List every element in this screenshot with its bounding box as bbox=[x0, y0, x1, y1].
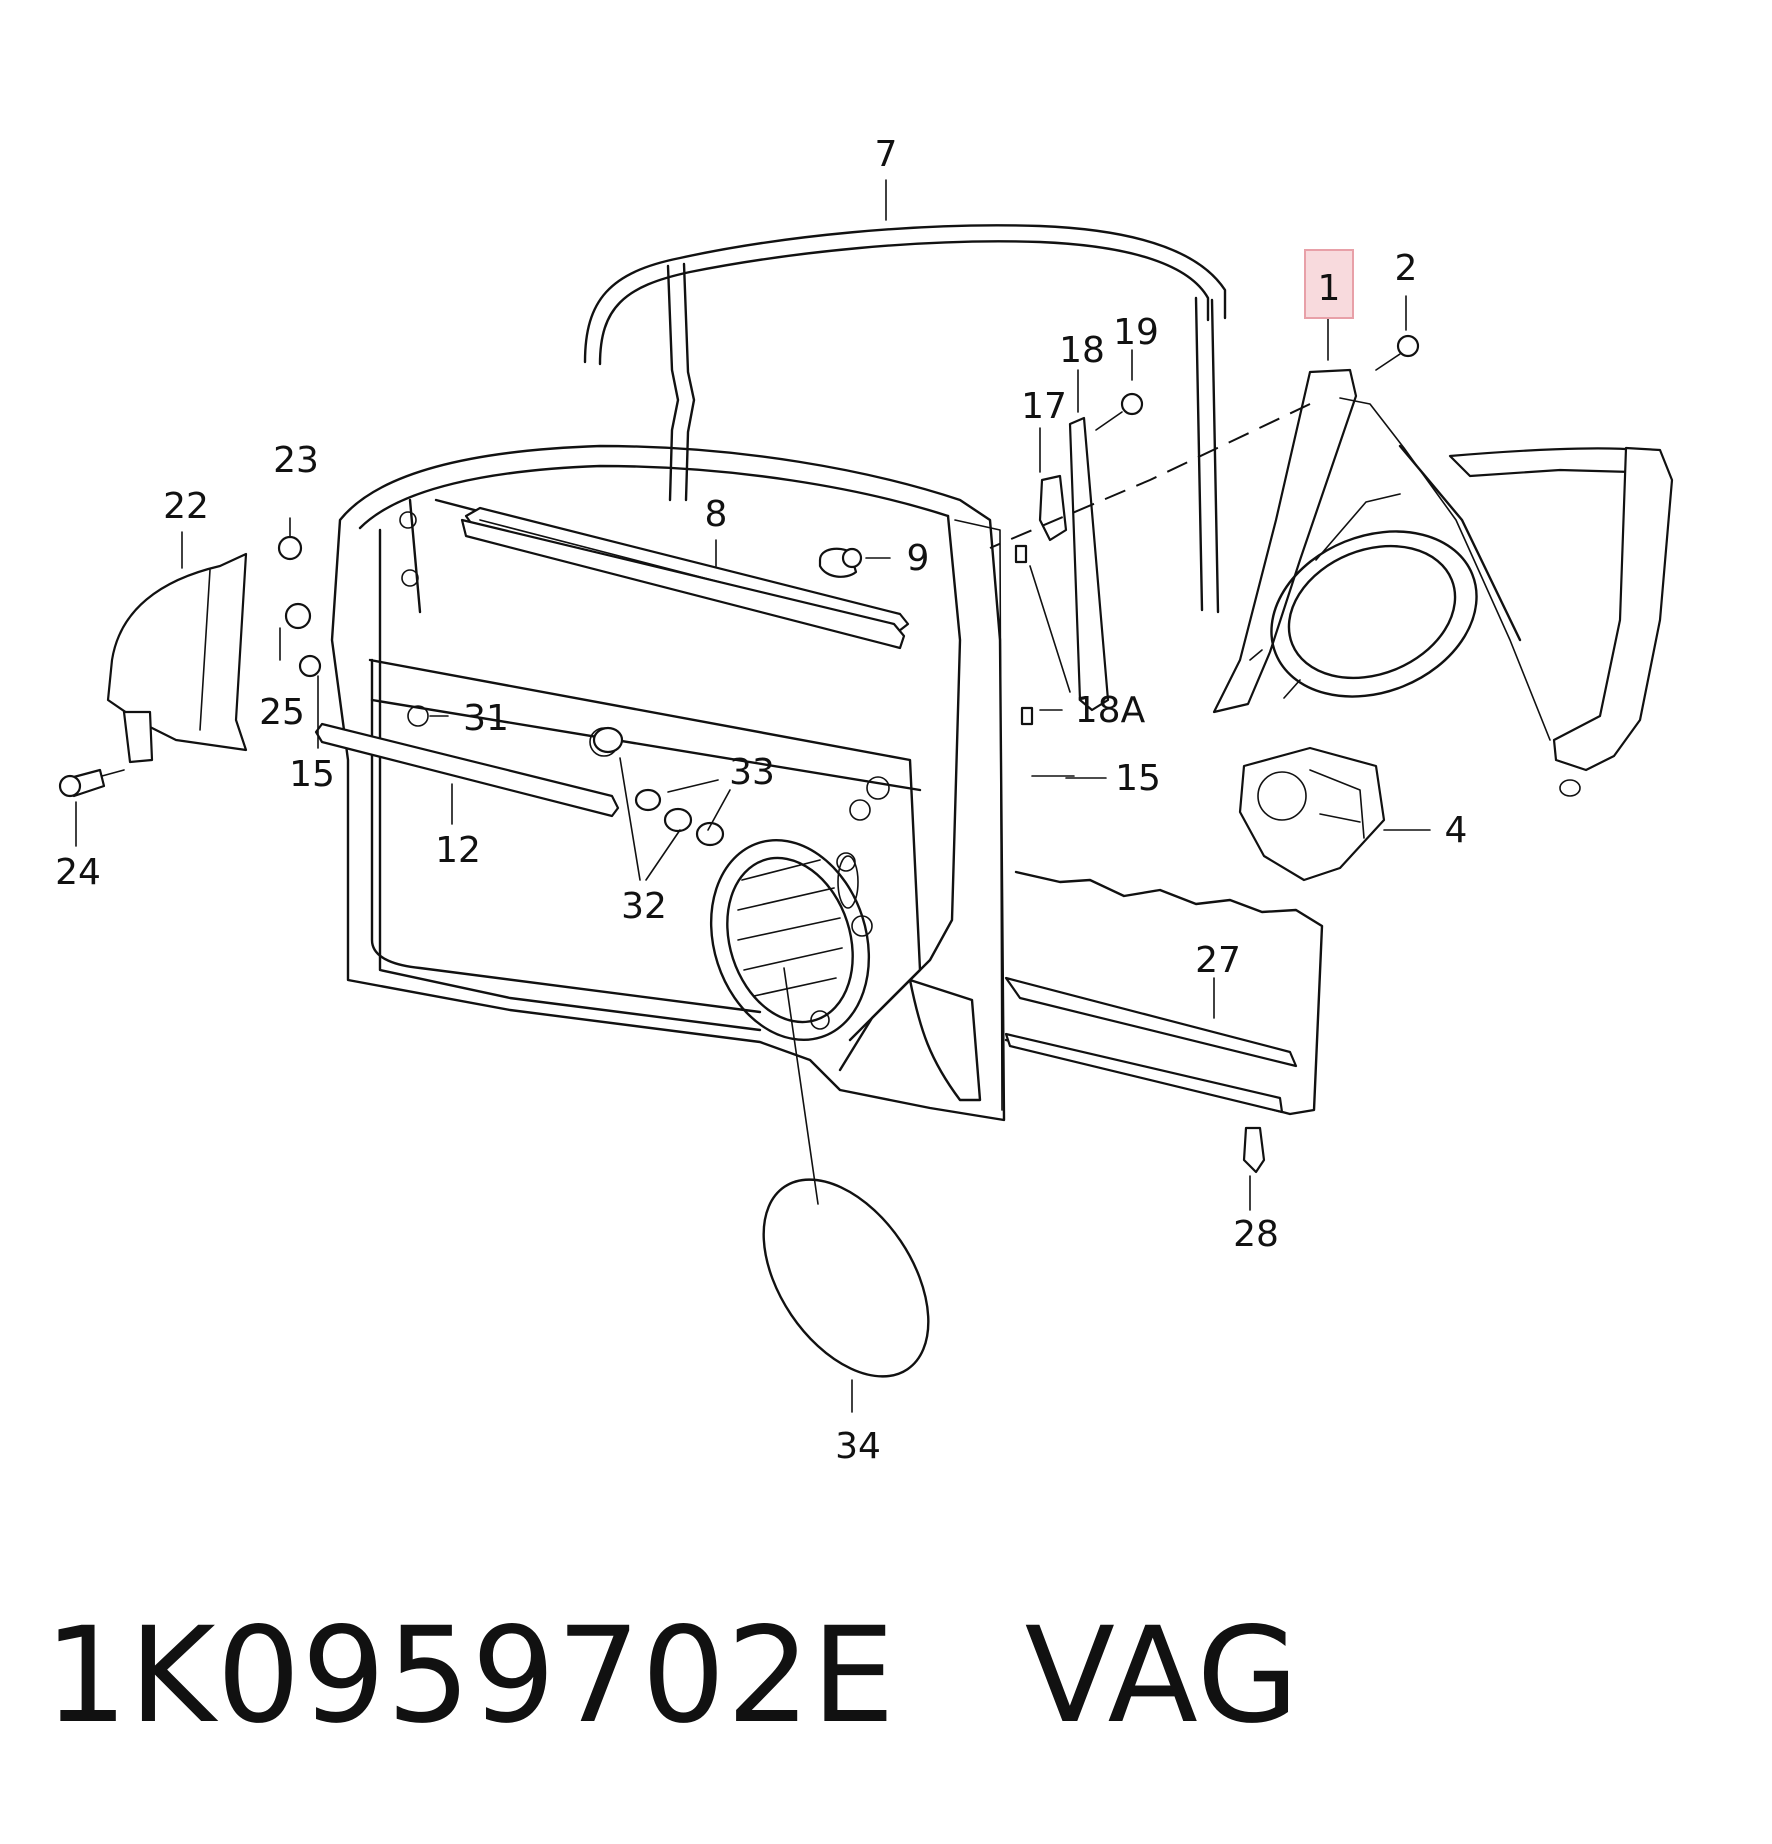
callout-9: 9 bbox=[907, 538, 930, 579]
part-12-trim-strip bbox=[314, 722, 620, 818]
part-9-clip bbox=[818, 547, 863, 578]
callout-25: 25 bbox=[259, 692, 305, 733]
callout-2: 2 bbox=[1395, 248, 1418, 289]
callout-18: 18 bbox=[1059, 330, 1105, 371]
callout-17: 17 bbox=[1021, 386, 1067, 427]
callout-33: 33 bbox=[729, 752, 775, 793]
part-8-window-guide bbox=[460, 518, 906, 650]
callout-7: 7 bbox=[875, 134, 898, 175]
callout-1: 1 bbox=[1318, 268, 1341, 309]
highlight-box bbox=[1304, 249, 1354, 319]
part-7-window-frame-seal bbox=[583, 224, 1227, 614]
brand-name: VAG bbox=[1024, 1599, 1300, 1753]
callout-18a: 18A bbox=[1075, 690, 1146, 731]
callout-12: 12 bbox=[435, 830, 481, 871]
callout-23: 23 bbox=[273, 440, 319, 481]
part-4-window-motor bbox=[1238, 746, 1386, 882]
callout-19: 19 bbox=[1113, 312, 1159, 353]
door-inner-panel bbox=[330, 444, 1006, 1122]
callout-15-left: 15 bbox=[289, 754, 335, 795]
part-32-33-plugs bbox=[592, 726, 725, 847]
callout-28: 28 bbox=[1233, 1214, 1279, 1255]
part-18-rear-channel bbox=[1014, 392, 1144, 726]
callout-34: 34 bbox=[835, 1426, 881, 1467]
part-27-seal-strip bbox=[1004, 870, 1324, 1116]
callout-8: 8 bbox=[705, 494, 728, 535]
part-34-cover-disc bbox=[762, 1178, 930, 1378]
callout-27: 27 bbox=[1195, 940, 1241, 981]
part-number: 1K0959702E bbox=[44, 1599, 896, 1753]
callout-15-right: 15 bbox=[1115, 758, 1161, 799]
part-2-bolt bbox=[1375, 334, 1420, 371]
leader-lines bbox=[75, 179, 1431, 1413]
part-1-window-regulator bbox=[989, 368, 1674, 797]
part-28-screw bbox=[1242, 1126, 1266, 1174]
callout-4: 4 bbox=[1445, 810, 1468, 851]
exploded-parts-diagram: 1 2 4 7 8 9 12 15 15 17 18 18A 19 22 23 … bbox=[55, 134, 1674, 1467]
part-22-mirror-base bbox=[58, 535, 322, 798]
callout-32: 32 bbox=[621, 886, 667, 927]
callout-31: 31 bbox=[463, 698, 509, 739]
part-caption: 1K0959702E VAG bbox=[44, 1596, 1744, 1756]
callout-24: 24 bbox=[55, 852, 101, 893]
callout-22: 22 bbox=[163, 486, 209, 527]
